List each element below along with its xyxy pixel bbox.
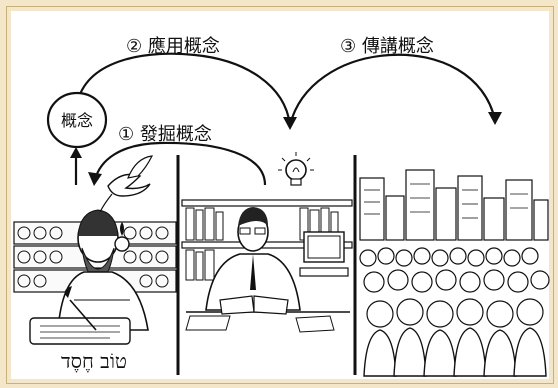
arrow-step3-head <box>488 112 502 125</box>
step1-label: ① 發掘概念 <box>118 123 212 145</box>
step2-label: ② 應用概念 <box>126 35 220 57</box>
concept-circle-label: 概念 <box>61 111 93 130</box>
arrow-step2 <box>76 52 292 126</box>
step3-label: ③ 傳講概念 <box>340 35 434 57</box>
middle-panel-illustration <box>181 199 353 333</box>
arrow-step1-head <box>88 172 102 186</box>
arrow-step1 <box>93 141 267 186</box>
lightbulb-icon <box>278 152 314 186</box>
right-panel-illustration <box>359 169 550 377</box>
left-panel-illustration <box>13 209 177 345</box>
arrow-up-head <box>70 147 82 158</box>
hebrew-caption: טוֹב חֶסֶד <box>61 349 127 373</box>
arrow-step3 <box>288 53 497 126</box>
concept-circle <box>46 91 108 149</box>
dove-icon <box>99 155 154 213</box>
